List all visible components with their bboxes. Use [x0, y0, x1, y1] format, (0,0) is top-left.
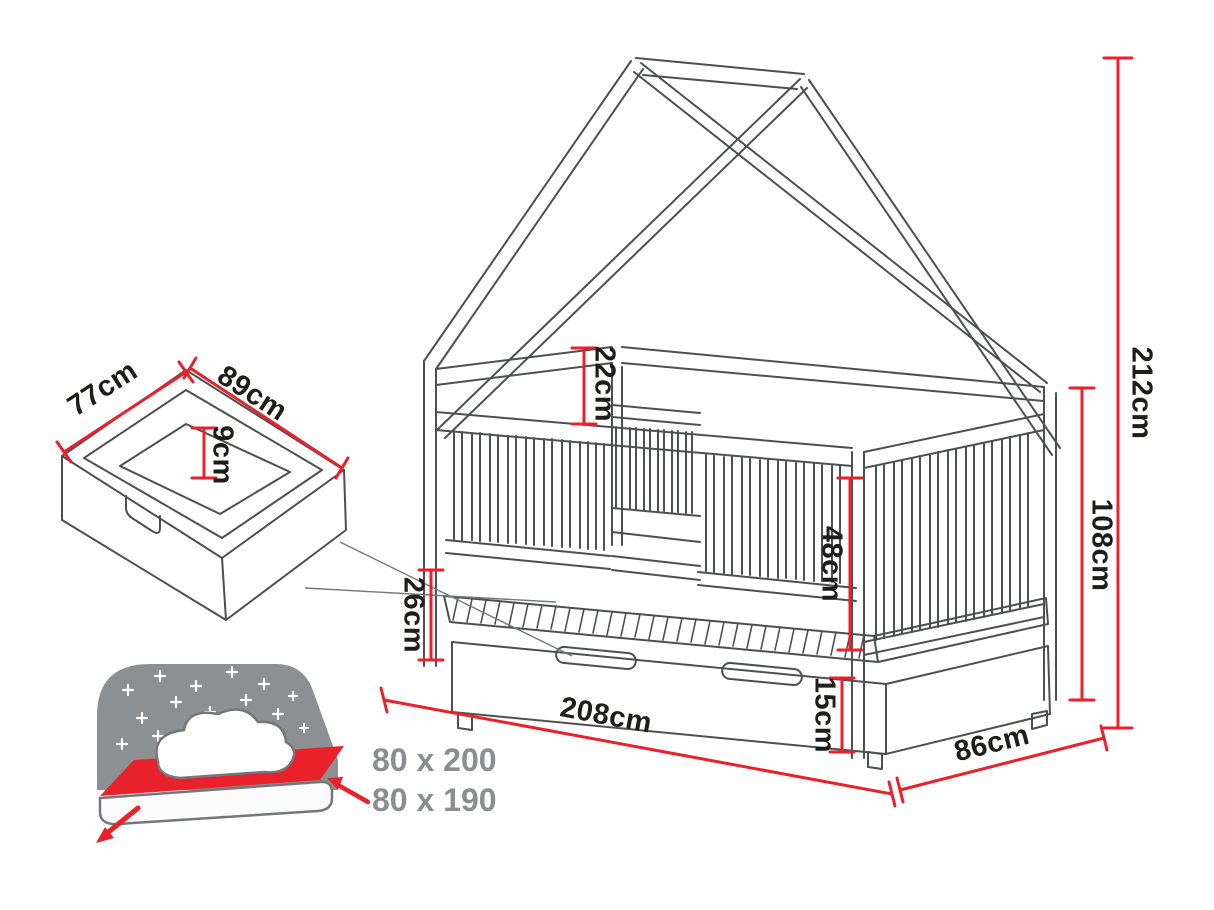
dimension-lines: [55, 56, 1134, 808]
bed-underbed-drawer: [451, 641, 1051, 770]
dim-line-depth: [895, 724, 1109, 804]
leader-lines: [304, 541, 573, 657]
dim-line-drawer-front-height: [828, 676, 856, 754]
bed-front-slats-left: [445, 430, 611, 570]
lower-mattress-arrow-icon: [327, 777, 371, 805]
mattress-size-upper-label: 80 x 200: [372, 742, 497, 778]
dim-line-length: [379, 686, 897, 808]
dim-line-trundle-height: [417, 568, 445, 662]
bed-roof-frame: [423, 57, 1061, 456]
dim-line-total-height: [1102, 56, 1134, 730]
dim-total-height-label: 212cm: [1125, 346, 1158, 440]
mattress-base: [98, 780, 334, 826]
bed-drawing: [423, 57, 1061, 770]
bed-back-slats: [611, 404, 701, 581]
mattress-size-lower-label: 80 x 190: [372, 782, 497, 818]
bed-top-rails: [435, 346, 1045, 467]
dim-line-drawer-length: [182, 356, 350, 480]
bed-trundle: [443, 595, 1049, 663]
pullout-arrow-icon: [96, 805, 141, 843]
dim-trundle-height-label: 26cm: [397, 576, 430, 654]
mattress-icon: [96, 664, 371, 843]
bed-front-slats-right: [697, 454, 857, 602]
dim-guard-rail-height-label: 48cm: [815, 525, 848, 603]
dim-line-guard-rail-height: [836, 476, 864, 652]
dim-line-roof-to-rail: [570, 346, 598, 426]
dim-drawer-front-height-label: 15cm: [808, 676, 841, 754]
dim-frame-height-label: 108cm: [1085, 498, 1118, 592]
dim-drawer-height-label: 9cm: [206, 425, 239, 485]
bed-side-panel: [863, 413, 1045, 656]
dim-line-frame-height: [1068, 386, 1096, 702]
dim-roof-to-rail-label: 22cm: [588, 345, 621, 423]
dim-line-drawer-height: [190, 426, 218, 480]
blanket: [155, 708, 296, 780]
